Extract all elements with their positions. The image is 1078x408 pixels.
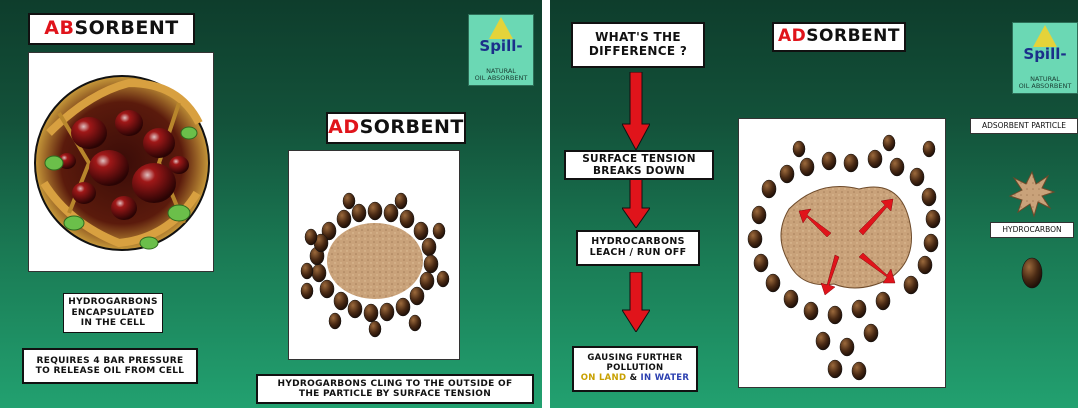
down-arrow-icon	[622, 72, 650, 150]
spill-logo-right: Spill- NATURAL OIL ABSORBENT	[1012, 22, 1078, 94]
adsorbent-particle-illustration	[289, 151, 461, 361]
pressure-line-1: REQUIRES 4 BAR PRESSURE	[37, 356, 184, 366]
logo-tagline: NATURAL OIL ABSORBENT	[1013, 76, 1077, 90]
difference-line-2: DIFFERENCE ?	[589, 45, 687, 59]
encapsulated-caption-box: HYDROGARBONS ENCAPSULATED IN THE CELL	[63, 293, 163, 332]
absorbent-cell-illustration	[29, 53, 215, 273]
cling-caption: HYDROGARBONS CLING TO THE OUTSIDE OF THE…	[256, 374, 534, 404]
pollution-line-3: ON LAND & IN WATER	[581, 374, 690, 384]
logo-tagline-line2: OIL ABSORBENT	[469, 75, 533, 82]
leach-caption: HYDROCARBONS LEACH / RUN OFF	[576, 230, 700, 266]
difference-line-1: WHAT'S THE	[595, 31, 681, 45]
surface-tension-caption: SURFACE TENSION BREAKS DOWN	[564, 150, 714, 180]
logo-triangle-icon	[489, 17, 513, 39]
spill-logo: Spill- NATURAL OIL ABSORBENT	[468, 14, 534, 86]
absorbent-title-prefix: AB	[44, 18, 74, 40]
logo-tagline-line2: OIL ABSORBENT	[1013, 83, 1077, 90]
pollution-on: ON	[581, 373, 599, 383]
adsorbent-title-prefix: AD	[328, 117, 359, 139]
absorbent-title-rest: SORBENT	[74, 18, 178, 40]
logo-tagline: NATURAL OIL ABSORBENT	[469, 68, 533, 82]
down-arrow-icon	[622, 176, 650, 228]
encapsulated-line-1: HYDROGARBONS	[68, 297, 158, 307]
adsorbent-title-right-rest: SORBENT	[806, 27, 900, 47]
logo-triangle-icon	[1033, 25, 1057, 47]
adsorbent-particle-starburst-icon	[1008, 170, 1056, 220]
cling-line-1: HYDROGARBONS CLING TO THE OUTSIDE OF	[278, 379, 513, 389]
particle-label: ADSORBENT PARTICLE	[970, 118, 1078, 134]
adsorbent-particle-panel	[288, 150, 460, 360]
encapsulated-line-2: ENCAPSULATED	[68, 308, 158, 318]
surface-line-1: SURFACE TENSION	[582, 153, 696, 165]
broken-particle-illustration	[739, 119, 947, 389]
encapsulated-line-3: IN THE CELL	[68, 318, 158, 328]
hydrocarbon-bead-icon	[1020, 256, 1044, 290]
leach-line-2: LEACH / RUN OFF	[590, 248, 687, 259]
adsorbent-title-right-prefix: AD	[778, 27, 806, 47]
cling-line-2: THE PARTICLE BY SURFACE TENSION	[299, 389, 491, 399]
surface-line-2: BREAKS DOWN	[593, 165, 685, 177]
logo-brand: Spill-	[1013, 45, 1077, 63]
pollution-land: LAND	[599, 373, 626, 383]
slide-separator	[542, 0, 550, 408]
pollution-in: IN	[641, 373, 655, 383]
hydrocarbon-label: HYDROCARBON	[990, 222, 1074, 238]
encapsulated-caption: HYDROGARBONS ENCAPSULATED IN THE CELL	[54, 286, 172, 340]
adsorbent-title-rest: SORBENT	[360, 117, 464, 139]
pollution-amp: &	[626, 373, 640, 383]
broken-particle-panel	[738, 118, 946, 388]
pollution-water: WATER	[655, 373, 690, 383]
pollution-caption: GAUSING FURTHER POLLUTION ON LAND & IN W…	[572, 346, 698, 392]
pressure-caption: REQUIRES 4 BAR PRESSURE TO RELEASE OIL F…	[22, 348, 198, 384]
difference-title: WHAT'S THE DIFFERENCE ?	[571, 22, 705, 68]
pressure-line-2: TO RELEASE OIL FROM CELL	[36, 366, 185, 376]
absorbent-cell-panel	[28, 52, 214, 272]
logo-brand: Spill-	[469, 37, 533, 55]
down-arrow-icon	[622, 272, 650, 332]
